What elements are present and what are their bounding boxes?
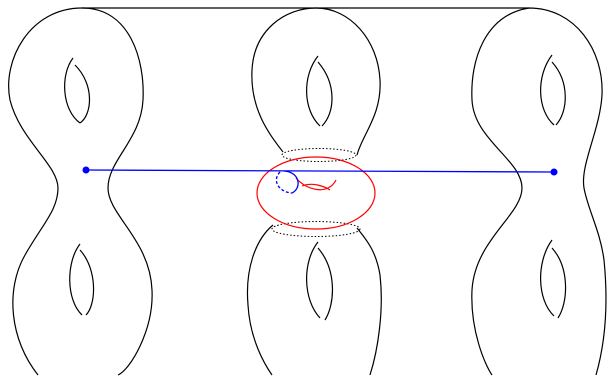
left-upper-hole-bottom	[74, 64, 91, 124]
right-lower-hole-top	[540, 239, 555, 317]
lower-neck-curve	[271, 221, 361, 237]
middle-lower-hole-bottom	[317, 247, 333, 321]
path-torus-arc-dashed	[275, 171, 293, 194]
right-surface	[471, 7, 607, 376]
middle-lower-hole-top	[306, 241, 321, 319]
inserted-torus	[256, 156, 376, 230]
middle-upper-cap	[251, 7, 381, 156]
middle-upper-hole-bottom	[317, 61, 333, 127]
left-lower-hole-top	[69, 243, 83, 316]
left-surface	[8, 7, 153, 376]
connecting-path	[85, 169, 555, 194]
torus-inner-curve	[295, 177, 337, 191]
torus-outer-curve	[256, 156, 376, 230]
right-upper-hole-top	[540, 54, 555, 126]
middle-upper-hole-top	[306, 55, 321, 127]
path-torus-arc-solid	[283, 170, 299, 194]
right-lower-hole-bottom	[551, 247, 567, 319]
right-marked-point	[550, 168, 558, 176]
middle-surface	[246, 7, 382, 376]
left-marked-point	[82, 166, 90, 174]
left-surface-outline	[8, 7, 153, 376]
torus-inner-lip	[301, 183, 331, 191]
right-upper-hole-bottom	[551, 61, 566, 126]
path-horizontal-segment	[85, 169, 555, 173]
right-surface-outline	[471, 7, 607, 376]
left-lower-hole-bottom	[79, 249, 95, 316]
middle-lower-cap	[246, 224, 382, 376]
left-upper-hole-top	[64, 57, 81, 124]
upper-neck-curve	[281, 148, 357, 162]
